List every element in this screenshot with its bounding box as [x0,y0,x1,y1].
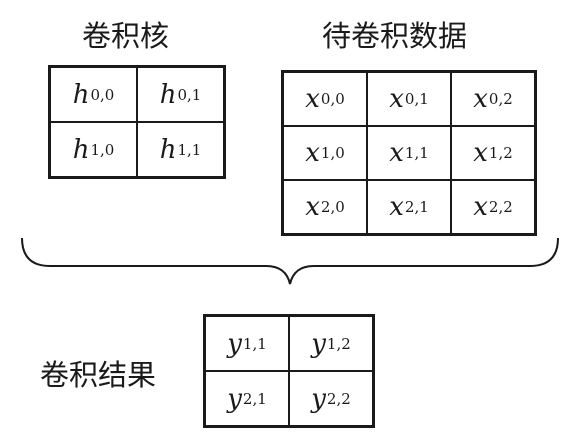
kernel-title: 卷积核 [82,19,170,53]
result-title: 卷积结果 [40,358,157,392]
input-data-title: 待卷积数据 [322,19,468,53]
curly-brace-path [21,237,559,285]
